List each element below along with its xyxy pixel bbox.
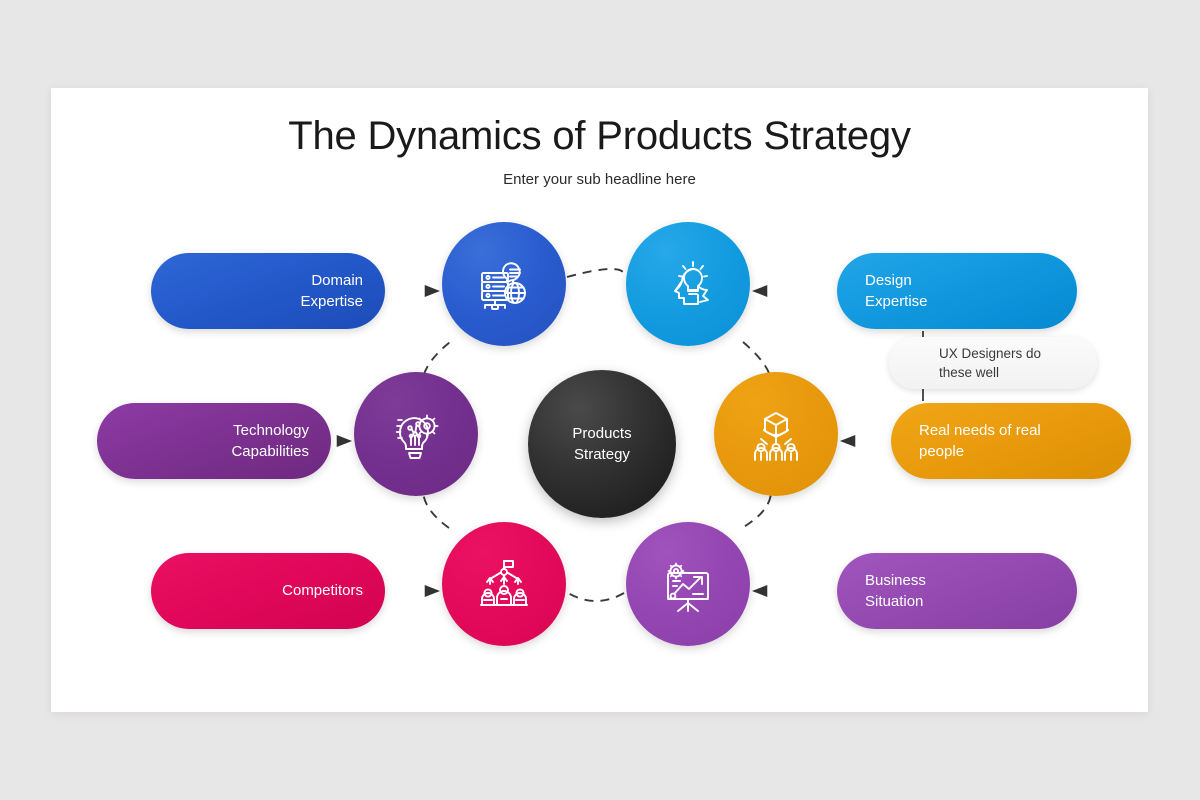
pill-technology-capabilities[interactable]: Technology Capabilities: [97, 403, 331, 479]
page-subtitle: Enter your sub headline here: [503, 171, 696, 188]
team-flag-icon: [480, 560, 528, 606]
node-competitors[interactable]: [442, 522, 566, 646]
pill-domain-expertise[interactable]: Domain Expertise: [151, 253, 385, 329]
pill-real-needs-of-real-people[interactable]: Real needs of real people: [891, 403, 1131, 479]
pill-design-expertise[interactable]: Design Expertise: [837, 253, 1077, 329]
node-business-situation[interactable]: [626, 522, 750, 646]
pill-competitors[interactable]: Competitors: [151, 553, 385, 629]
pill-label: Technology Capabilities: [231, 421, 309, 460]
node-real-needs[interactable]: [714, 372, 838, 496]
pill-label: Domain Expertise: [300, 271, 363, 310]
dash-business-competitors: [567, 592, 625, 602]
pill-label: Business Situation: [865, 571, 926, 610]
center-hub[interactable]: Products Strategy: [528, 370, 676, 518]
pill-label: Design Expertise: [865, 271, 928, 310]
page-title: The Dynamics of Products Strategy: [288, 114, 911, 158]
note-ux-designers[interactable]: UX Designers do these well: [889, 337, 1097, 389]
node-technology-capabilities[interactable]: [354, 372, 478, 496]
bulb-gear-circuit-icon: [395, 414, 439, 459]
slide-canvas: The Dynamics of Products Strategy Enter …: [51, 88, 1148, 712]
pill-label: Competitors: [282, 582, 363, 600]
head-lightbulb-icon: [674, 261, 709, 305]
note-label: UX Designers do these well: [939, 345, 1042, 380]
dash-domain-design: [566, 268, 626, 278]
pill-business-situation[interactable]: Business Situation: [837, 553, 1077, 629]
center-hub-label: Products Strategy: [572, 424, 632, 463]
pill-label: Real needs of real people: [919, 421, 1041, 460]
presentation-growth-icon: [667, 562, 709, 612]
node-design-expertise[interactable]: [626, 222, 750, 346]
node-domain-expertise[interactable]: [442, 222, 566, 346]
server-network-icon: [481, 262, 526, 310]
cube-people-icon: [754, 412, 798, 461]
